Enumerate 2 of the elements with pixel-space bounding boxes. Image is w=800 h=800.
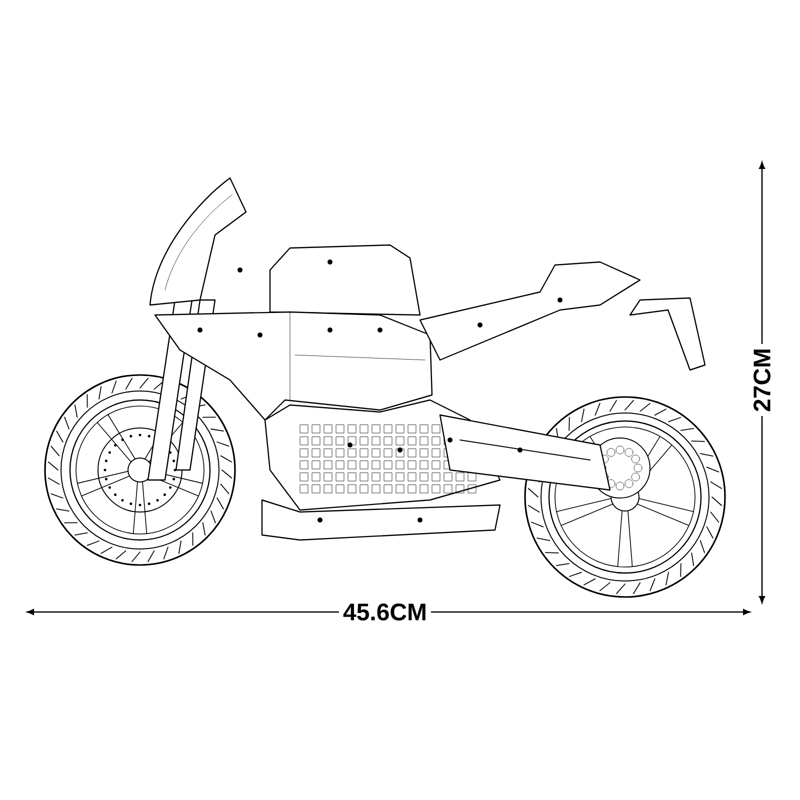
dimension-label: 45.6CM [338,600,432,624]
dimension-label: 27CM [750,344,774,416]
